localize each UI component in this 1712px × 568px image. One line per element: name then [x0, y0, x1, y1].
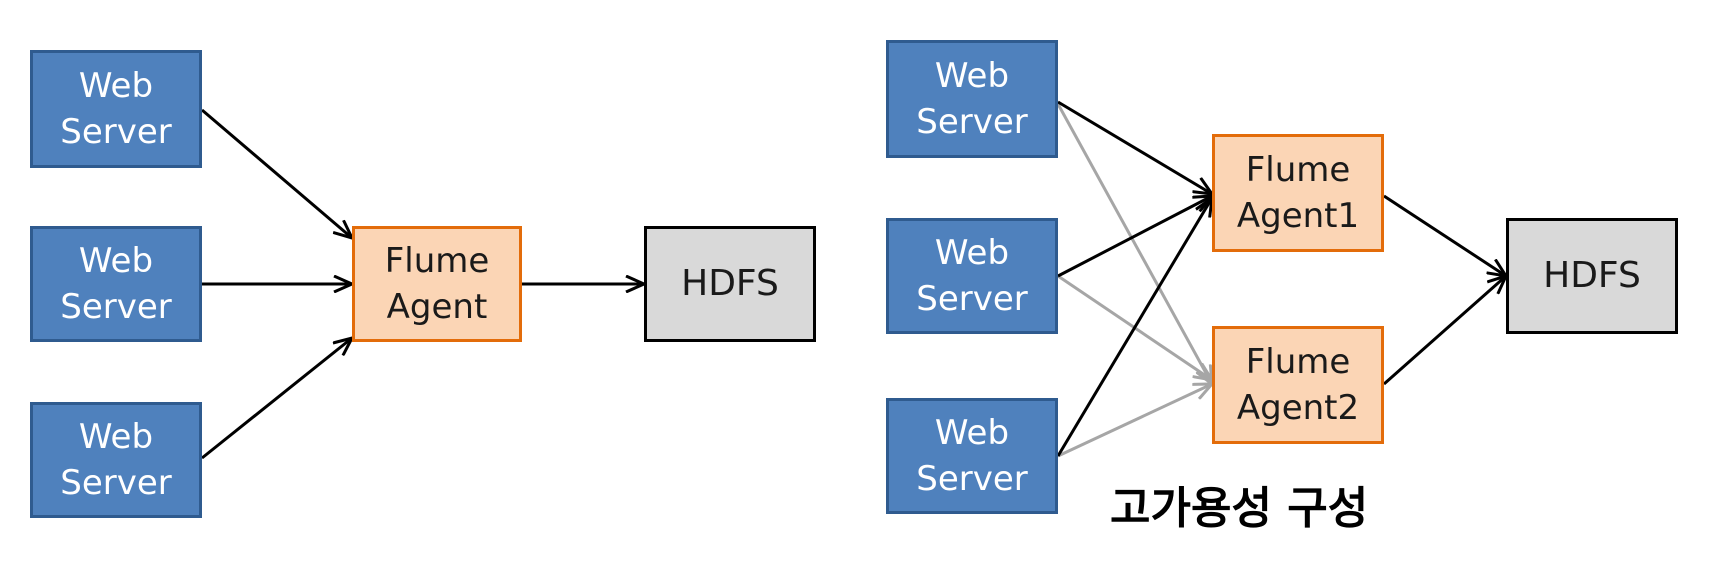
- arrow-agent1-to-hdfs: [1383, 194, 1506, 276]
- arrow-primary-web1-to-agent1: [1057, 100, 1212, 194]
- left-web-server-3: Web Server: [30, 402, 202, 518]
- right-hdfs: HDFS: [1506, 218, 1678, 334]
- right-flume-agent-1: Flume Agent1: [1212, 134, 1384, 252]
- arrow-web1-to-agent: [201, 108, 352, 238]
- right-web-server-1: Web Server: [886, 40, 1058, 158]
- high-availability-caption: 고가용성 구성: [1110, 483, 1369, 534]
- left-flume-agent: Flume Agent: [352, 226, 522, 342]
- arrow-agent2-to-hdfs: [1383, 276, 1506, 386]
- right-web-server-2: Web Server: [886, 218, 1058, 334]
- left-web-server-1: Web Server: [30, 50, 202, 168]
- right-web-server-3: Web Server: [886, 398, 1058, 514]
- right-flume-agent-2: Flume Agent2: [1212, 326, 1384, 444]
- arrow-primary-web3-to-agent1: [1056, 198, 1212, 457]
- arrow-backup-web1-to-agent2: [1056, 103, 1212, 384]
- left-web-server-2: Web Server: [30, 226, 202, 342]
- left-hdfs: HDFS: [644, 226, 816, 342]
- arrow-primary-web2-to-agent1: [1057, 196, 1212, 278]
- arrow-backup-web3-to-agent2: [1057, 384, 1212, 458]
- arrow-web3-to-agent: [201, 338, 352, 460]
